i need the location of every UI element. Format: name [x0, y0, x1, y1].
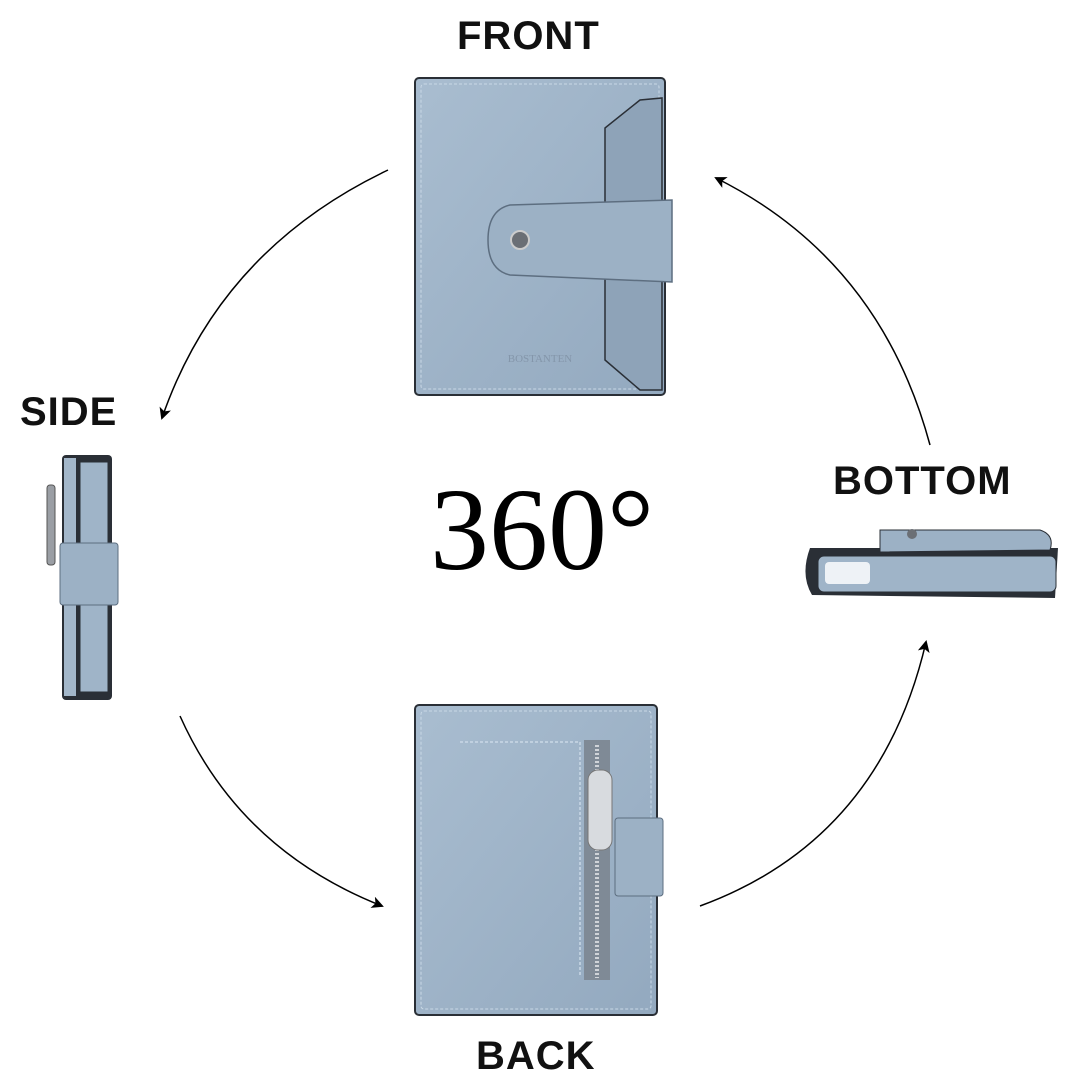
wallet-side-view [46, 455, 119, 700]
rotation-arrow-bottom-to-front [714, 177, 931, 446]
rotation-arrow-side-to-back [179, 715, 384, 908]
wallet-front-view: BOSTANTEN [414, 77, 673, 396]
wallet-back-view [414, 704, 664, 1016]
label-back: BACK [476, 1034, 596, 1078]
rotation-arrow-back-to-bottom [699, 640, 930, 907]
brand-emboss: BOSTANTEN [508, 353, 573, 365]
rotation-arrow-front-to-side [159, 169, 389, 420]
rotation-degrees-heading: 360° [430, 464, 655, 595]
label-bottom: BOTTOM [833, 459, 1012, 503]
label-front: FRONT [457, 14, 600, 58]
wallet-bottom-view [805, 529, 1058, 598]
label-side: SIDE [20, 390, 118, 434]
